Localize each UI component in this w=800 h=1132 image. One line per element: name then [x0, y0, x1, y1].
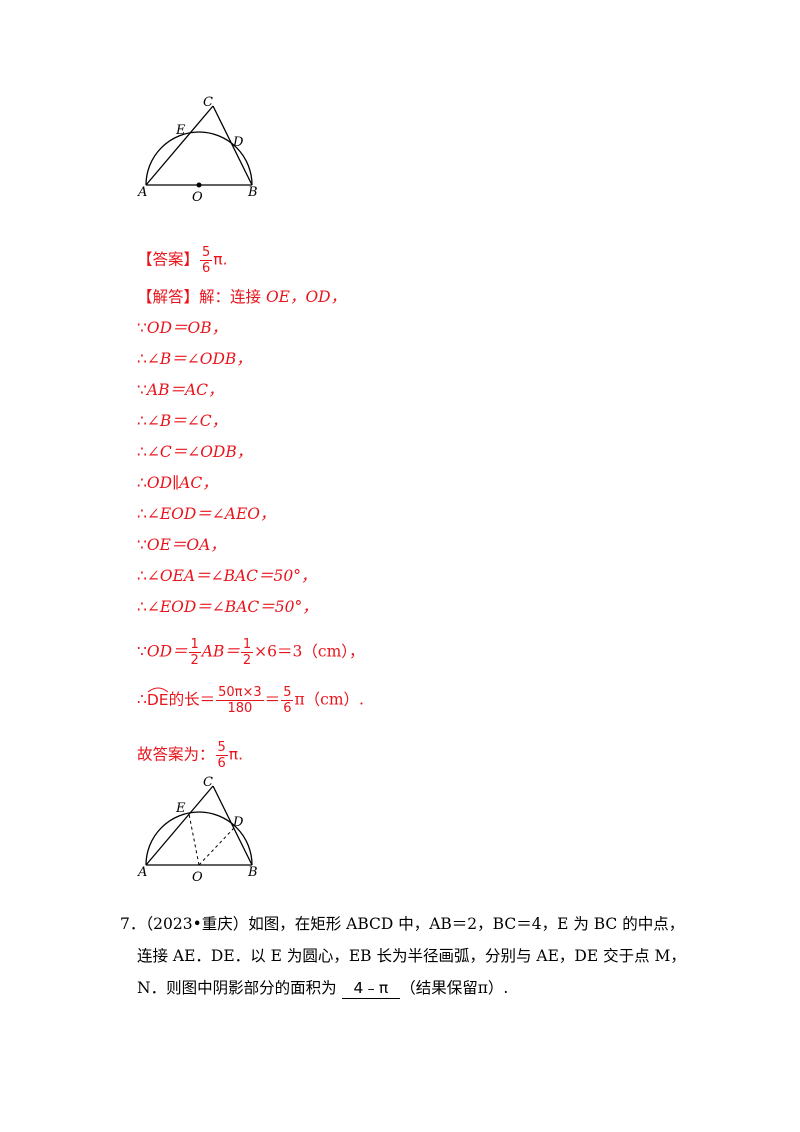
question-number: 7． [120, 915, 146, 933]
step-line: ∵OE＝OA， [137, 536, 226, 554]
step-line: ∴∠OEA＝∠BAC＝50°， [137, 567, 317, 585]
solution-intro: 【解答】解：连接 OE，OD， [137, 287, 346, 307]
semicircle-arc [145, 131, 253, 186]
answer-suffix: π. [213, 250, 228, 269]
label-b: B [247, 865, 258, 880]
label-e: E [175, 801, 186, 816]
label-d: D [232, 135, 244, 150]
solution-intro-vars: OE，OD， [265, 288, 347, 306]
center-point [196, 182, 202, 188]
semicircle-arc [145, 811, 253, 866]
label-b: B [247, 185, 258, 200]
step-line: ∴∠EOD＝∠BAC＝50°， [137, 598, 318, 616]
step-line: ∴∠C＝∠ODB， [137, 443, 253, 461]
step-line: ∴OD∥AC， [137, 474, 218, 492]
segment-oe [188, 813, 200, 866]
figure-1: C E D A O B [137, 95, 258, 205]
step-line: ∵OD＝OB， [137, 319, 228, 337]
step-line: ∵AB＝AC， [137, 381, 224, 399]
label-o: O [192, 870, 203, 885]
arc-de-symbol: DE [147, 687, 169, 710]
label-c: C [203, 95, 213, 110]
question-line-2: 连接 AE．DE．以 E 为圆心，EB 长为半径画弧，分别与 AE，DE 交于点… [137, 947, 686, 965]
solution-intro-text: 解：连接 [199, 288, 266, 306]
label-e: E [175, 123, 186, 138]
step-line: ∴∠EOD＝∠AEO， [137, 505, 276, 523]
answer-blank: 4﹣π [341, 978, 401, 999]
solution-tag: 【解答】 [137, 288, 200, 306]
answer-tag: 【答案】 [137, 250, 200, 269]
segment-od [198, 827, 235, 866]
side-bc [212, 785, 253, 866]
label-a: A [137, 185, 147, 200]
side-bc [212, 105, 253, 186]
label-c: C [203, 775, 213, 790]
side-ac [145, 785, 214, 866]
label-o: O [192, 190, 203, 205]
step-line: ∴∠B＝∠ODB， [137, 350, 252, 368]
label-a: A [137, 865, 147, 880]
question-line-3: N．则图中阴影部分的面积为 4﹣π（结果保留π）. [137, 978, 509, 999]
step-line: ∴∠B＝∠C， [137, 412, 228, 430]
label-d: D [232, 815, 244, 830]
figure-2: C E D A O B [137, 775, 258, 885]
side-ac [145, 105, 214, 186]
question-line-1: 7．（2023•重庆）如图，在矩形 ABCD 中，AB＝2，BC＝4，E 为 B… [120, 915, 685, 933]
